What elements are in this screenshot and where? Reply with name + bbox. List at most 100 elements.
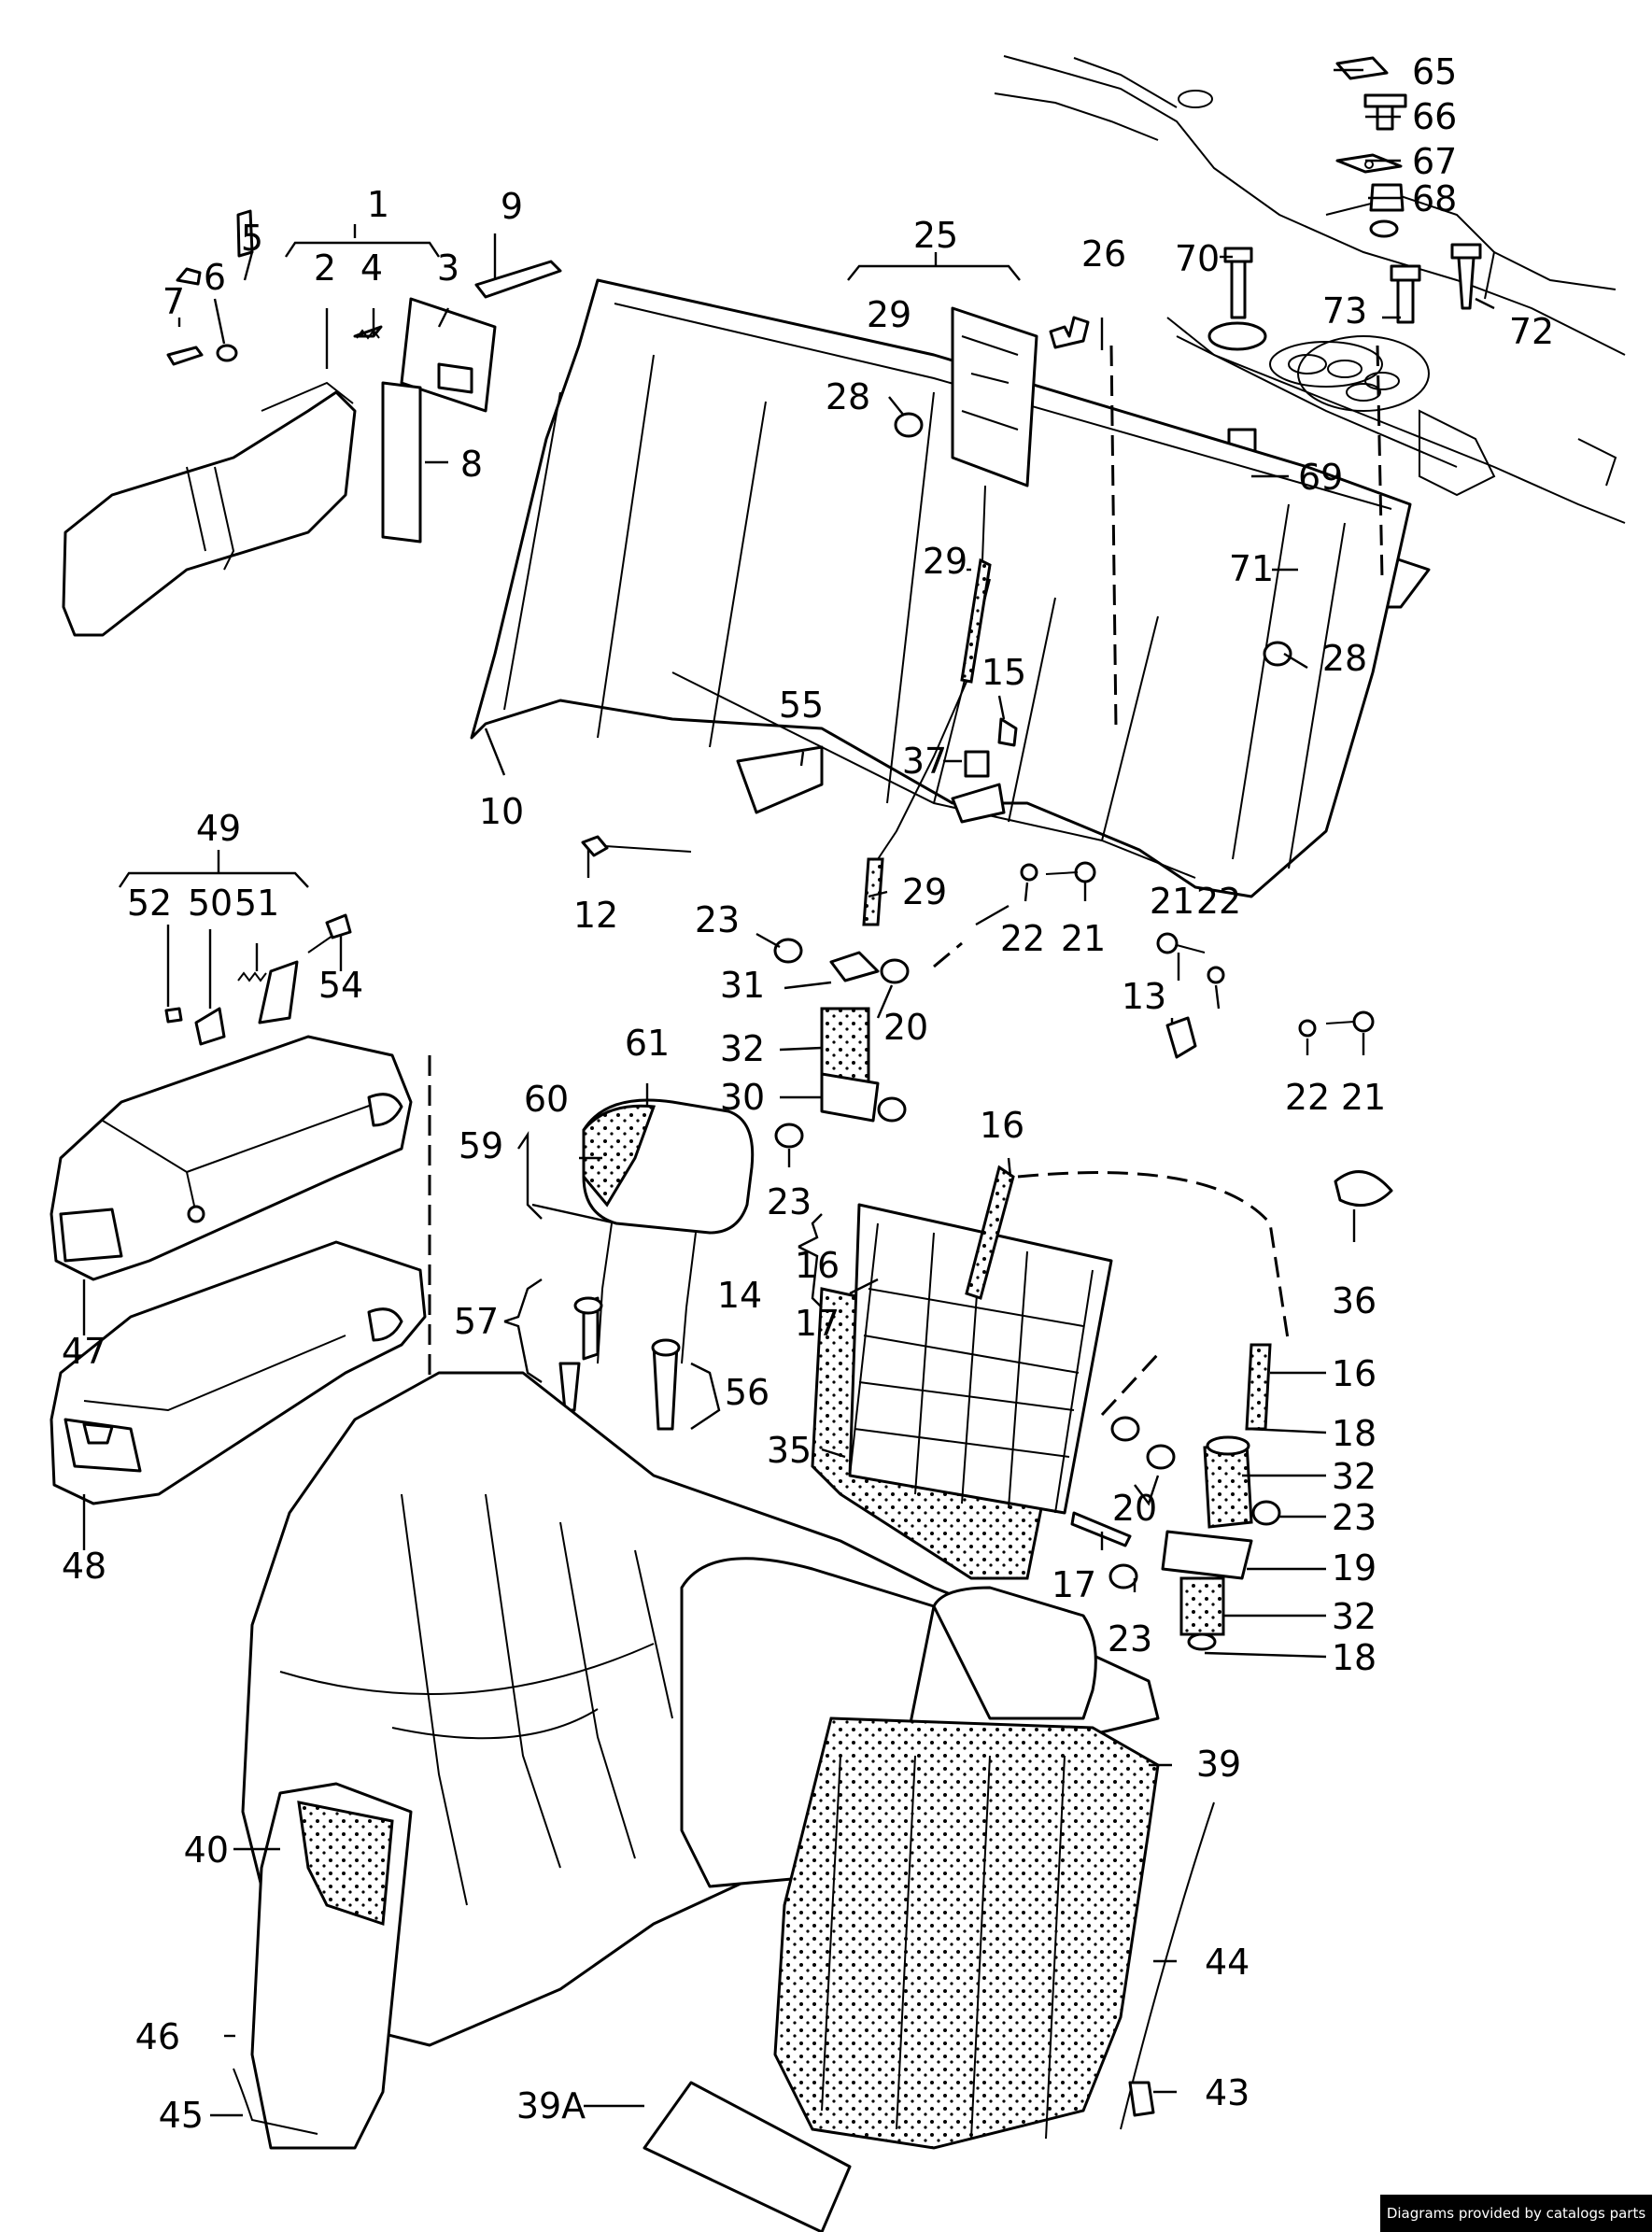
seat-back-cushion [241,1371,1215,2150]
clip-36 [1334,1170,1393,1208]
callout-37: 37 [902,741,947,782]
latch-50 [194,1007,226,1046]
washer-22c [1298,1019,1317,1038]
screw-21c [1352,1010,1375,1033]
callout-7: 7 [162,281,185,322]
callout-32c: 32 [1332,1596,1377,1637]
callout-21b: 21 [1150,881,1194,922]
callout-12: 12 [573,895,618,936]
armrest-hardware [164,913,352,1046]
bush-20b [877,1096,907,1123]
switch-26 [1049,316,1090,349]
callout-29c: 29 [902,871,947,912]
foam-39 [773,1716,1160,2150]
callout-48: 48 [62,1546,106,1587]
callout-labels: 1 2 3 4 5 6 7 8 9 10 12 13 14 15 16 16 1… [62,51,1554,2136]
part-65-pad [1335,56,1389,80]
callout-16b: 16 [795,1245,840,1286]
callout-19: 19 [1332,1547,1377,1589]
pin-52 [164,1007,183,1024]
callout-66: 66 [1412,96,1457,137]
nut-28a [894,412,924,438]
callout-73: 73 [1322,290,1367,332]
callout-2: 2 [314,247,336,289]
callout-22a: 22 [1000,918,1045,959]
callout-20a: 20 [883,1007,928,1048]
screw-7 [176,267,202,286]
callout-21a: 21 [1061,918,1106,959]
callout-31: 31 [720,965,765,1006]
seat-back-insert [811,1165,1393,1580]
callout-61: 61 [625,1023,670,1064]
callout-67: 67 [1412,141,1457,182]
credit-banner: Diagrams provided by catalogs parts [1380,2195,1652,2232]
callout-13: 13 [1122,976,1166,1017]
callout-40: 40 [184,1829,229,1871]
panel-45 [233,1782,413,2150]
callout-25: 25 [913,215,958,256]
motor-32c [1179,1576,1225,1636]
callout-5: 5 [241,218,263,259]
callout-65: 65 [1412,51,1457,92]
callout-22c: 22 [1285,1077,1330,1118]
nut-23c [1251,1500,1281,1526]
actuator-right [1108,1416,1281,1651]
cables-29 [862,485,992,926]
callout-20b: 20 [1112,1488,1157,1529]
callout-28a: 28 [826,376,870,417]
nut-28b [1263,641,1292,667]
screws [581,835,1375,1059]
callout-45: 45 [159,2095,204,2136]
bracket-assembly-25 [894,306,1292,667]
callout-68: 68 [1412,178,1457,219]
bolt-73 [1390,264,1421,282]
callout-10: 10 [479,791,524,832]
screw-12 [581,835,609,857]
callout-23a: 23 [695,899,740,940]
armrest-48 [49,1240,427,1505]
armrest-upper [62,209,562,637]
nut-23b [774,1123,804,1149]
callout-18b: 18 [1332,1637,1377,1678]
pad-9 [474,260,562,299]
callout-23c: 23 [1332,1497,1377,1538]
callout-3: 3 [437,247,459,289]
callout-39: 39 [1196,1744,1241,1785]
screw-54 [325,913,352,939]
leader-lines [82,68,1495,2117]
armrest-47 [49,1035,413,1281]
callout-50: 50 [188,883,233,924]
spring-51 [237,971,267,982]
mount-30 [820,1072,880,1123]
callout-32a: 32 [720,1028,765,1069]
bolt-66-head [1363,93,1407,108]
callout-1: 1 [367,184,389,225]
callout-32b: 32 [1332,1456,1377,1497]
bracket-67 [1335,153,1403,174]
callout-54: 54 [318,965,363,1006]
callout-17a: 17 [795,1303,840,1344]
callout-36: 36 [1332,1280,1377,1321]
callout-6: 6 [204,257,226,298]
bush-20c [1110,1416,1140,1442]
bush-20d [1146,1444,1176,1470]
parts-15-37 [951,717,1018,824]
screw-21a [1074,861,1096,883]
callout-16c: 16 [1332,1353,1377,1394]
callout-28b: 28 [1322,638,1367,679]
callout-17b: 17 [1052,1564,1096,1605]
callout-35: 35 [767,1430,812,1471]
bolt-70 [1223,247,1253,263]
bracket-49 [258,960,299,1024]
cable-16b [1245,1343,1272,1431]
foam-40 [297,1801,394,1927]
callout-56: 56 [725,1372,770,1413]
actuator-left [773,938,910,1149]
washer-22a [1020,863,1038,882]
washer-22b [1207,966,1225,984]
rod-17 [1070,1511,1132,1547]
callout-44: 44 [1205,1942,1250,1983]
callout-29b: 29 [923,541,967,582]
callout-52: 52 [127,883,172,924]
